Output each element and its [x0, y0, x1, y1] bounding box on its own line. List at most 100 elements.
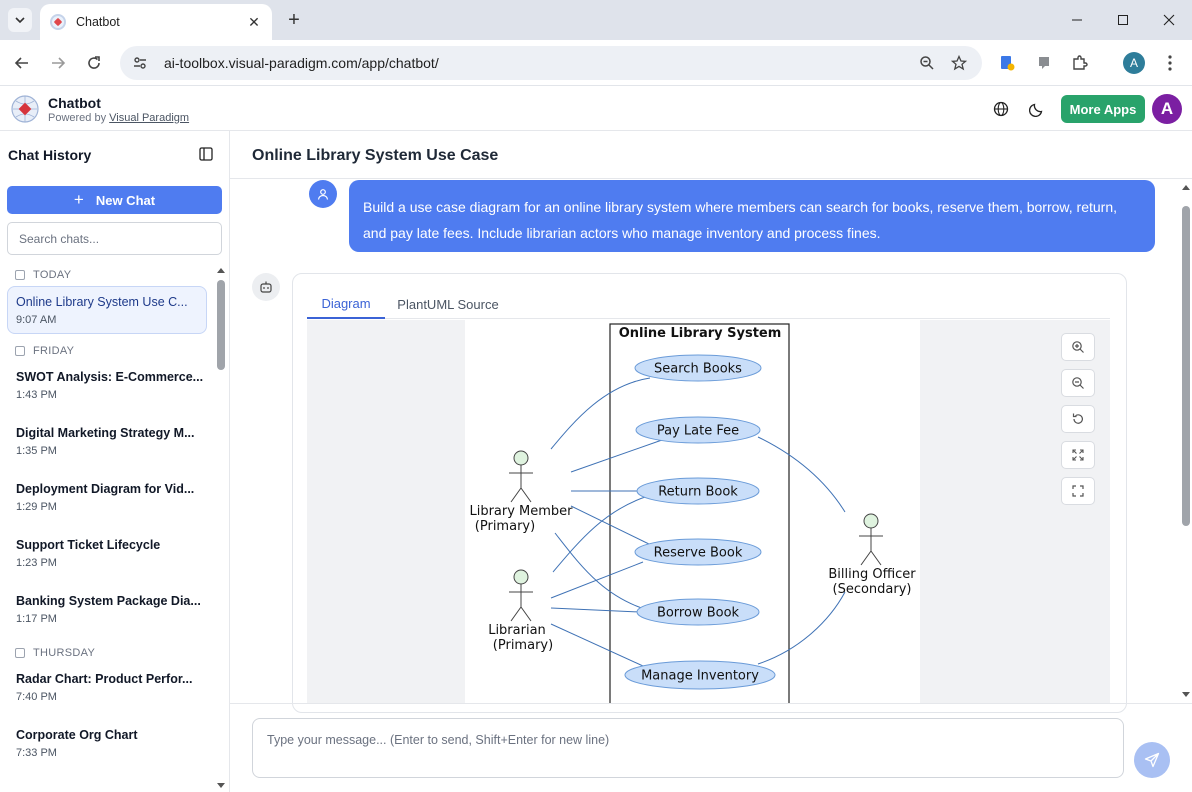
- usecase-label: Return Book: [658, 485, 738, 500]
- chat-item-time: 1:23 PM: [16, 557, 57, 569]
- chat-item[interactable]: Support Ticket Lifecycle 1:23 PM: [0, 530, 216, 586]
- actor-billing-officer[interactable]: [859, 513, 883, 566]
- chat-item-time: 1:43 PM: [16, 389, 57, 401]
- usecase-label: Reserve Book: [654, 546, 743, 561]
- send-button[interactable]: [1134, 742, 1170, 778]
- url-text[interactable]: ai-toolbox.visual-paradigm.com/app/chatb…: [164, 55, 439, 71]
- new-chat-button[interactable]: + New Chat: [7, 186, 222, 214]
- usecase-search-books[interactable]: [634, 354, 762, 382]
- close-tab-icon[interactable]: ✕: [248, 13, 260, 30]
- use-case-diagram: Online Library System Search Books Pay L…: [465, 320, 920, 703]
- scroll-up-arrow-icon[interactable]: [1180, 183, 1192, 191]
- chat-item[interactable]: Radar Chart: Product Perfor... 7:40 PM: [0, 664, 216, 720]
- divider: [230, 178, 1192, 179]
- main-scroll-thumb[interactable]: [1182, 206, 1190, 526]
- chat-item[interactable]: Digital Marketing Strategy M... 1:35 PM: [0, 418, 216, 474]
- actor-name: Billing Officer: [828, 567, 916, 582]
- sidebar-scroll-thumb[interactable]: [217, 280, 225, 370]
- chat-item[interactable]: SWOT Analysis: E-Commerce... 1:43 PM: [0, 362, 216, 418]
- fullscreen-button[interactable]: [1061, 477, 1095, 505]
- actor-library-member[interactable]: [509, 450, 533, 503]
- zoom-in-icon: [1072, 341, 1084, 353]
- bookmark-star-icon[interactable]: [948, 52, 970, 74]
- site-settings-icon[interactable]: [132, 55, 148, 71]
- usecase-manage-inventory[interactable]: [624, 660, 776, 690]
- usecase-borrow-book[interactable]: [636, 598, 760, 626]
- calendar-icon: [15, 270, 25, 280]
- language-globe-icon[interactable]: [991, 99, 1011, 119]
- zoom-out-button[interactable]: [1061, 369, 1095, 397]
- app-header: Chatbot Powered by Visual Paradigm More …: [0, 87, 1192, 131]
- group-header-friday: FRIDAY: [0, 340, 216, 362]
- chat-item-title: Support Ticket Lifecycle: [16, 538, 161, 552]
- sidebar-scrollbar[interactable]: [216, 266, 226, 792]
- extensions-puzzle-icon[interactable]: [1068, 51, 1092, 75]
- browser-tabstrip: Chatbot ✕ +: [0, 0, 1192, 40]
- chat-item-title: Banking System Package Dia...: [16, 594, 201, 608]
- reset-view-button[interactable]: [1061, 405, 1095, 433]
- browser-menu-icon[interactable]: [1158, 51, 1182, 75]
- address-bar[interactable]: ai-toolbox.visual-paradigm.com/app/chatb…: [120, 46, 982, 80]
- browser-profile-avatar[interactable]: A: [1123, 52, 1145, 74]
- diagram-viewport[interactable]: Online Library System Search Books Pay L…: [307, 320, 1110, 703]
- assoc-librarian-reserve: [550, 561, 644, 599]
- user-avatar[interactable]: A: [1152, 94, 1182, 124]
- tab-search-button[interactable]: [8, 8, 32, 32]
- group-label: THURSDAY: [33, 647, 96, 659]
- robot-icon: [260, 281, 272, 293]
- zoom-page-icon[interactable]: [916, 52, 938, 74]
- assoc-member-reserve: [570, 505, 654, 547]
- new-tab-button[interactable]: +: [288, 8, 300, 31]
- close-icon: [1163, 14, 1175, 26]
- message-input[interactable]: [252, 718, 1124, 778]
- powered-by-prefix: Powered by: [48, 112, 107, 124]
- minimize-window-button[interactable]: [1054, 0, 1100, 40]
- usecase-reserve-book[interactable]: [634, 538, 762, 566]
- main-scrollbar[interactable]: [1180, 180, 1192, 703]
- chat-item[interactable]: Banking System Package Dia... 1:17 PM: [0, 586, 216, 642]
- browser-tab[interactable]: Chatbot ✕: [40, 4, 272, 40]
- search-chats-input[interactable]: [7, 222, 222, 255]
- scroll-up-arrow-icon[interactable]: [216, 266, 226, 274]
- usecase-return-book[interactable]: [636, 477, 760, 505]
- use-cases: Search Books Pay Late Fee Return Book Re…: [624, 354, 776, 690]
- scroll-down-arrow-icon[interactable]: [1180, 691, 1192, 699]
- tab-plantuml-source[interactable]: PlantUML Source: [397, 296, 499, 312]
- chat-item[interactable]: Deployment Diagram for Vid... 1:29 PM: [0, 474, 216, 530]
- extension-chat-icon[interactable]: [1032, 51, 1056, 75]
- user-message-avatar: [309, 180, 337, 208]
- chat-item-time: 7:33 PM: [16, 747, 57, 759]
- close-window-button[interactable]: [1146, 0, 1192, 40]
- actor-labels: Library Member (Primary) Librarian (Prim…: [469, 504, 916, 653]
- chat-item[interactable]: Corporate Org Chart 7:33 PM: [0, 720, 216, 776]
- sidebar-toggle-icon[interactable]: [198, 146, 214, 162]
- more-apps-button[interactable]: More Apps: [1061, 95, 1145, 123]
- assoc-member-fee: [570, 439, 663, 473]
- visual-paradigm-link[interactable]: Visual Paradigm: [109, 112, 190, 124]
- bot-avatar: [252, 273, 280, 301]
- group-header-thursday: THURSDAY: [0, 642, 216, 664]
- conversation-title: Online Library System Use Case: [252, 147, 499, 164]
- dark-mode-moon-icon[interactable]: [1027, 99, 1047, 119]
- scroll-down-arrow-icon[interactable]: [216, 782, 226, 790]
- reload-button[interactable]: [82, 51, 106, 75]
- actor-librarian[interactable]: [509, 569, 533, 622]
- zoom-in-button[interactable]: [1061, 333, 1095, 361]
- assoc-librarian-return: [552, 495, 649, 573]
- chat-item-title: Digital Marketing Strategy M...: [16, 426, 195, 440]
- forward-button[interactable]: [46, 51, 70, 75]
- maximize-window-button[interactable]: [1100, 0, 1146, 40]
- tab-diagram[interactable]: Diagram: [307, 289, 385, 319]
- fit-to-screen-button[interactable]: [1061, 441, 1095, 469]
- usecase-pay-late-fee[interactable]: [635, 416, 761, 444]
- chat-item-title: Radar Chart: Product Perfor...: [16, 672, 193, 686]
- visual-paradigm-favicon-icon: [50, 14, 66, 30]
- chat-item-active[interactable]: Online Library System Use C... 9:07 AM: [7, 286, 207, 334]
- calendar-icon: [15, 346, 25, 356]
- usecase-label: Search Books: [654, 362, 742, 377]
- back-button[interactable]: [10, 51, 34, 75]
- extension-document-icon[interactable]: [995, 51, 1019, 75]
- maximize-icon: [1118, 15, 1128, 25]
- associations: [550, 377, 846, 667]
- visual-paradigm-logo-icon: [11, 95, 39, 123]
